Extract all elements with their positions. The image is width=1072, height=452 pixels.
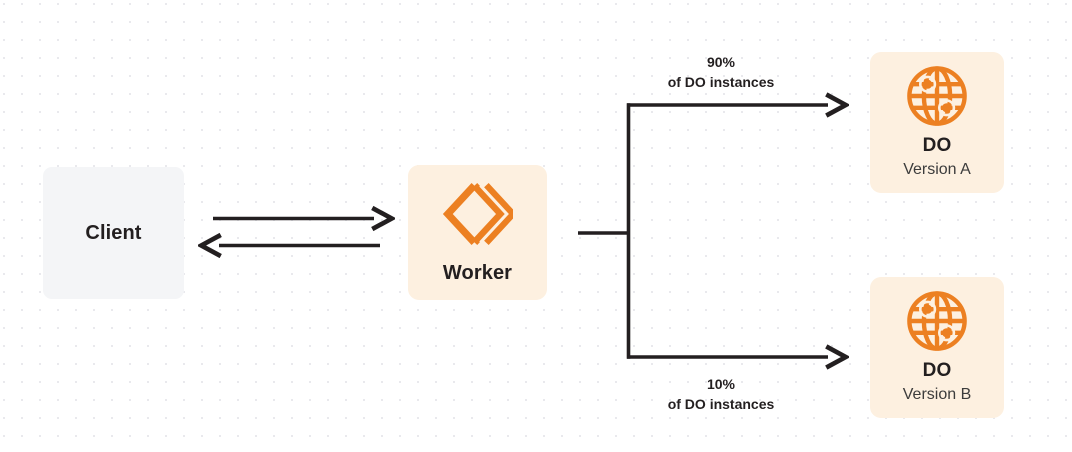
globe-icon bbox=[906, 65, 968, 127]
node-client: Client bbox=[43, 167, 184, 299]
node-do-b-label: DO bbox=[922, 360, 952, 382]
cloudflare-workers-icon bbox=[442, 182, 517, 246]
edge-label-do-a-percent: 90% bbox=[706, 54, 736, 70]
node-worker-label: Worker bbox=[442, 261, 513, 284]
edge-label-do-a-description: of DO instances bbox=[667, 74, 775, 91]
globe-icon bbox=[906, 290, 968, 352]
edge-label-do-b: 10% of DO instances bbox=[611, 374, 831, 415]
edge-label-do-a: 90% of DO instances bbox=[611, 52, 831, 93]
edge-label-do-b-percent: 10% bbox=[706, 376, 736, 392]
edge-label-do-b-description: of DO instances bbox=[667, 396, 775, 413]
node-do-version-a: DO Version A bbox=[870, 52, 1004, 193]
node-do-a-sublabel: Version A bbox=[903, 161, 971, 179]
node-do-a-label: DO bbox=[922, 135, 952, 157]
node-client-label: Client bbox=[85, 222, 142, 244]
node-do-version-b: DO Version B bbox=[870, 277, 1004, 418]
node-worker: Worker bbox=[408, 165, 547, 300]
node-do-b-sublabel: Version B bbox=[902, 386, 972, 404]
